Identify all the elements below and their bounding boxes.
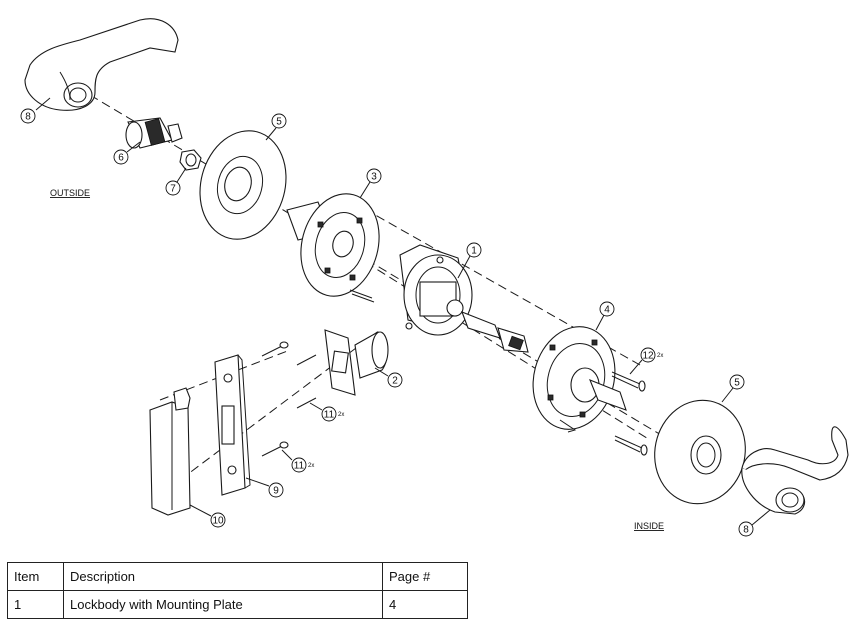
latch-screw-3 xyxy=(296,397,317,409)
callout-8-outside: 8 xyxy=(20,97,51,124)
callout-5-inside: 5 xyxy=(721,374,745,403)
svg-text:8: 8 xyxy=(743,525,749,536)
callout-7: 7 xyxy=(165,167,187,196)
svg-text:12: 12 xyxy=(642,351,654,362)
strike-box xyxy=(149,387,191,516)
svg-text:4: 4 xyxy=(604,305,610,316)
callout-2: 2 xyxy=(374,367,403,388)
callout-6: 6 xyxy=(113,141,141,165)
svg-text:6: 6 xyxy=(118,153,124,164)
cell-description: Lockbody with Mounting Plate xyxy=(63,590,383,619)
callout-3: 3 xyxy=(359,168,382,199)
outside-rose xyxy=(199,130,287,240)
multiplier-11-lower: 2x xyxy=(308,463,314,469)
svg-text:1: 1 xyxy=(471,246,477,257)
cylinder xyxy=(125,117,183,149)
callout-4: 4 xyxy=(595,301,615,331)
callout-5-outside: 5 xyxy=(265,113,287,141)
svg-text:11: 11 xyxy=(324,410,335,421)
svg-text:9: 9 xyxy=(273,486,279,497)
svg-text:10: 10 xyxy=(212,516,224,527)
table-row: 1 Lockbody with Mounting Plate 4 xyxy=(7,590,468,619)
inside-rose xyxy=(654,399,746,505)
axis-strike xyxy=(159,349,291,401)
inside-screw-lower xyxy=(614,435,648,456)
latch-screw-2 xyxy=(296,354,317,366)
callout-10: 10 xyxy=(189,504,226,528)
inside-lever xyxy=(741,426,849,515)
exploded-lock-diagram: OUTSIDE INSIDE 8 6 7 5 3 1 4 12 xyxy=(20,18,849,537)
callout-12: 12 xyxy=(629,347,656,375)
cell-item: 1 xyxy=(7,590,64,619)
svg-text:11: 11 xyxy=(294,461,305,472)
inside-mounting-plate xyxy=(532,326,627,433)
outside-label: OUTSIDE xyxy=(50,188,90,198)
svg-text:5: 5 xyxy=(734,378,740,389)
outside-mounting-plate xyxy=(300,193,380,303)
cell-page: 4 xyxy=(382,590,468,619)
svg-text:8: 8 xyxy=(25,112,31,123)
header-item: Item xyxy=(7,562,64,591)
svg-text:7: 7 xyxy=(170,184,176,195)
inside-screw-upper xyxy=(611,371,646,392)
multiplier-12: 2x xyxy=(657,353,663,359)
latch-screw-1 xyxy=(261,341,289,357)
table-header-row: Item Description Page # xyxy=(7,562,468,591)
multiplier-11-upper: 2x xyxy=(338,412,344,418)
callout-9: 9 xyxy=(245,477,284,498)
parts-table: Item Description Page # 1 Lockbody with … xyxy=(7,562,468,619)
latch xyxy=(324,329,389,396)
callout-11-upper: 11 xyxy=(309,402,337,422)
latch-screw-4 xyxy=(261,441,289,457)
outside-lever xyxy=(24,18,179,111)
strike-plate xyxy=(214,354,251,496)
callout-8-inside: 8 xyxy=(738,509,771,537)
header-page: Page # xyxy=(382,562,468,591)
svg-text:5: 5 xyxy=(276,117,282,128)
svg-text:2: 2 xyxy=(392,376,398,387)
svg-text:3: 3 xyxy=(371,172,377,183)
callout-11-lower: 11 xyxy=(281,449,307,473)
retainer-nut xyxy=(179,149,202,171)
inside-label: INSIDE xyxy=(634,521,664,531)
callout-1: 1 xyxy=(457,242,482,279)
lockbody-chassis xyxy=(399,244,529,353)
header-description: Description xyxy=(63,562,383,591)
